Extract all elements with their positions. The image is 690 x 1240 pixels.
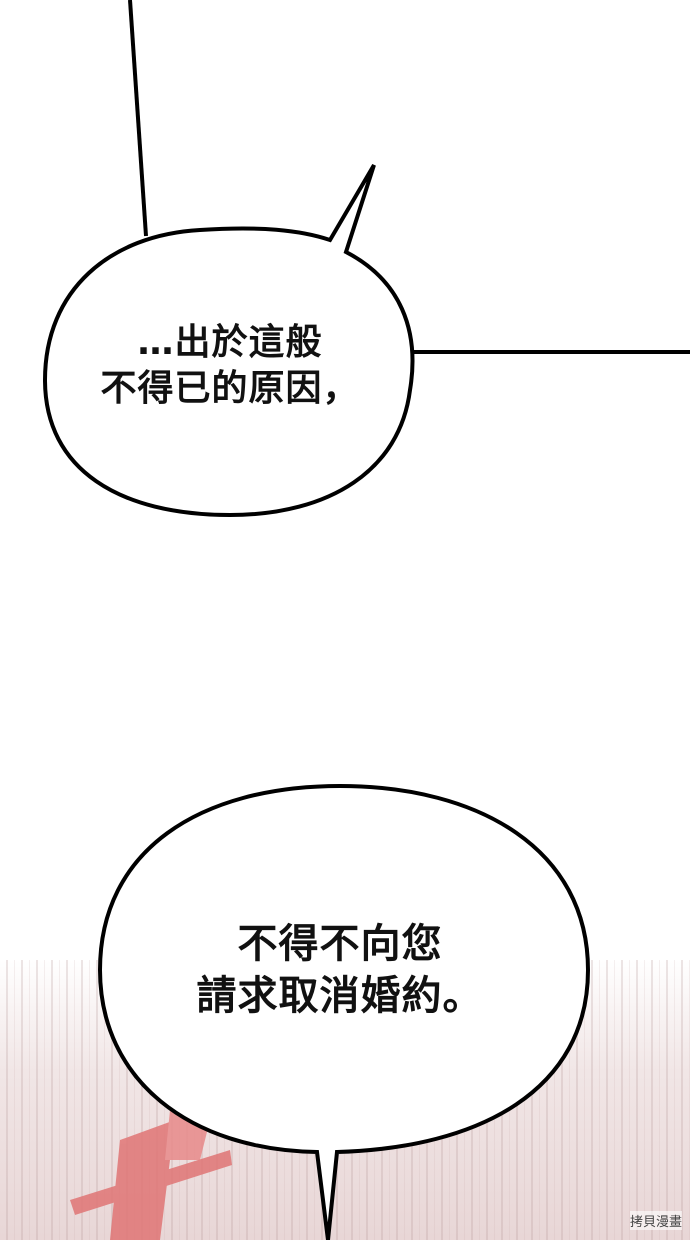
dialogue-text-2: 不得不向您 請求取消婚約。 [140, 918, 540, 1022]
dialogue-line: 不得不向您 [237, 921, 443, 967]
dialogue-text-1: …出於這般 不得已的原因， [60, 320, 400, 412]
speech-bubble-2 [97, 783, 591, 1240]
watermark: 拷貝漫畫 [629, 1211, 682, 1230]
panel-border-line [128, 0, 148, 237]
dialogue-line: 請求取消婚約。 [196, 973, 484, 1019]
dialogue-line: …出於這般 [137, 322, 323, 363]
speech-bubble-1 [42, 163, 415, 518]
dialogue-line: 不得已的原因， [100, 368, 360, 409]
